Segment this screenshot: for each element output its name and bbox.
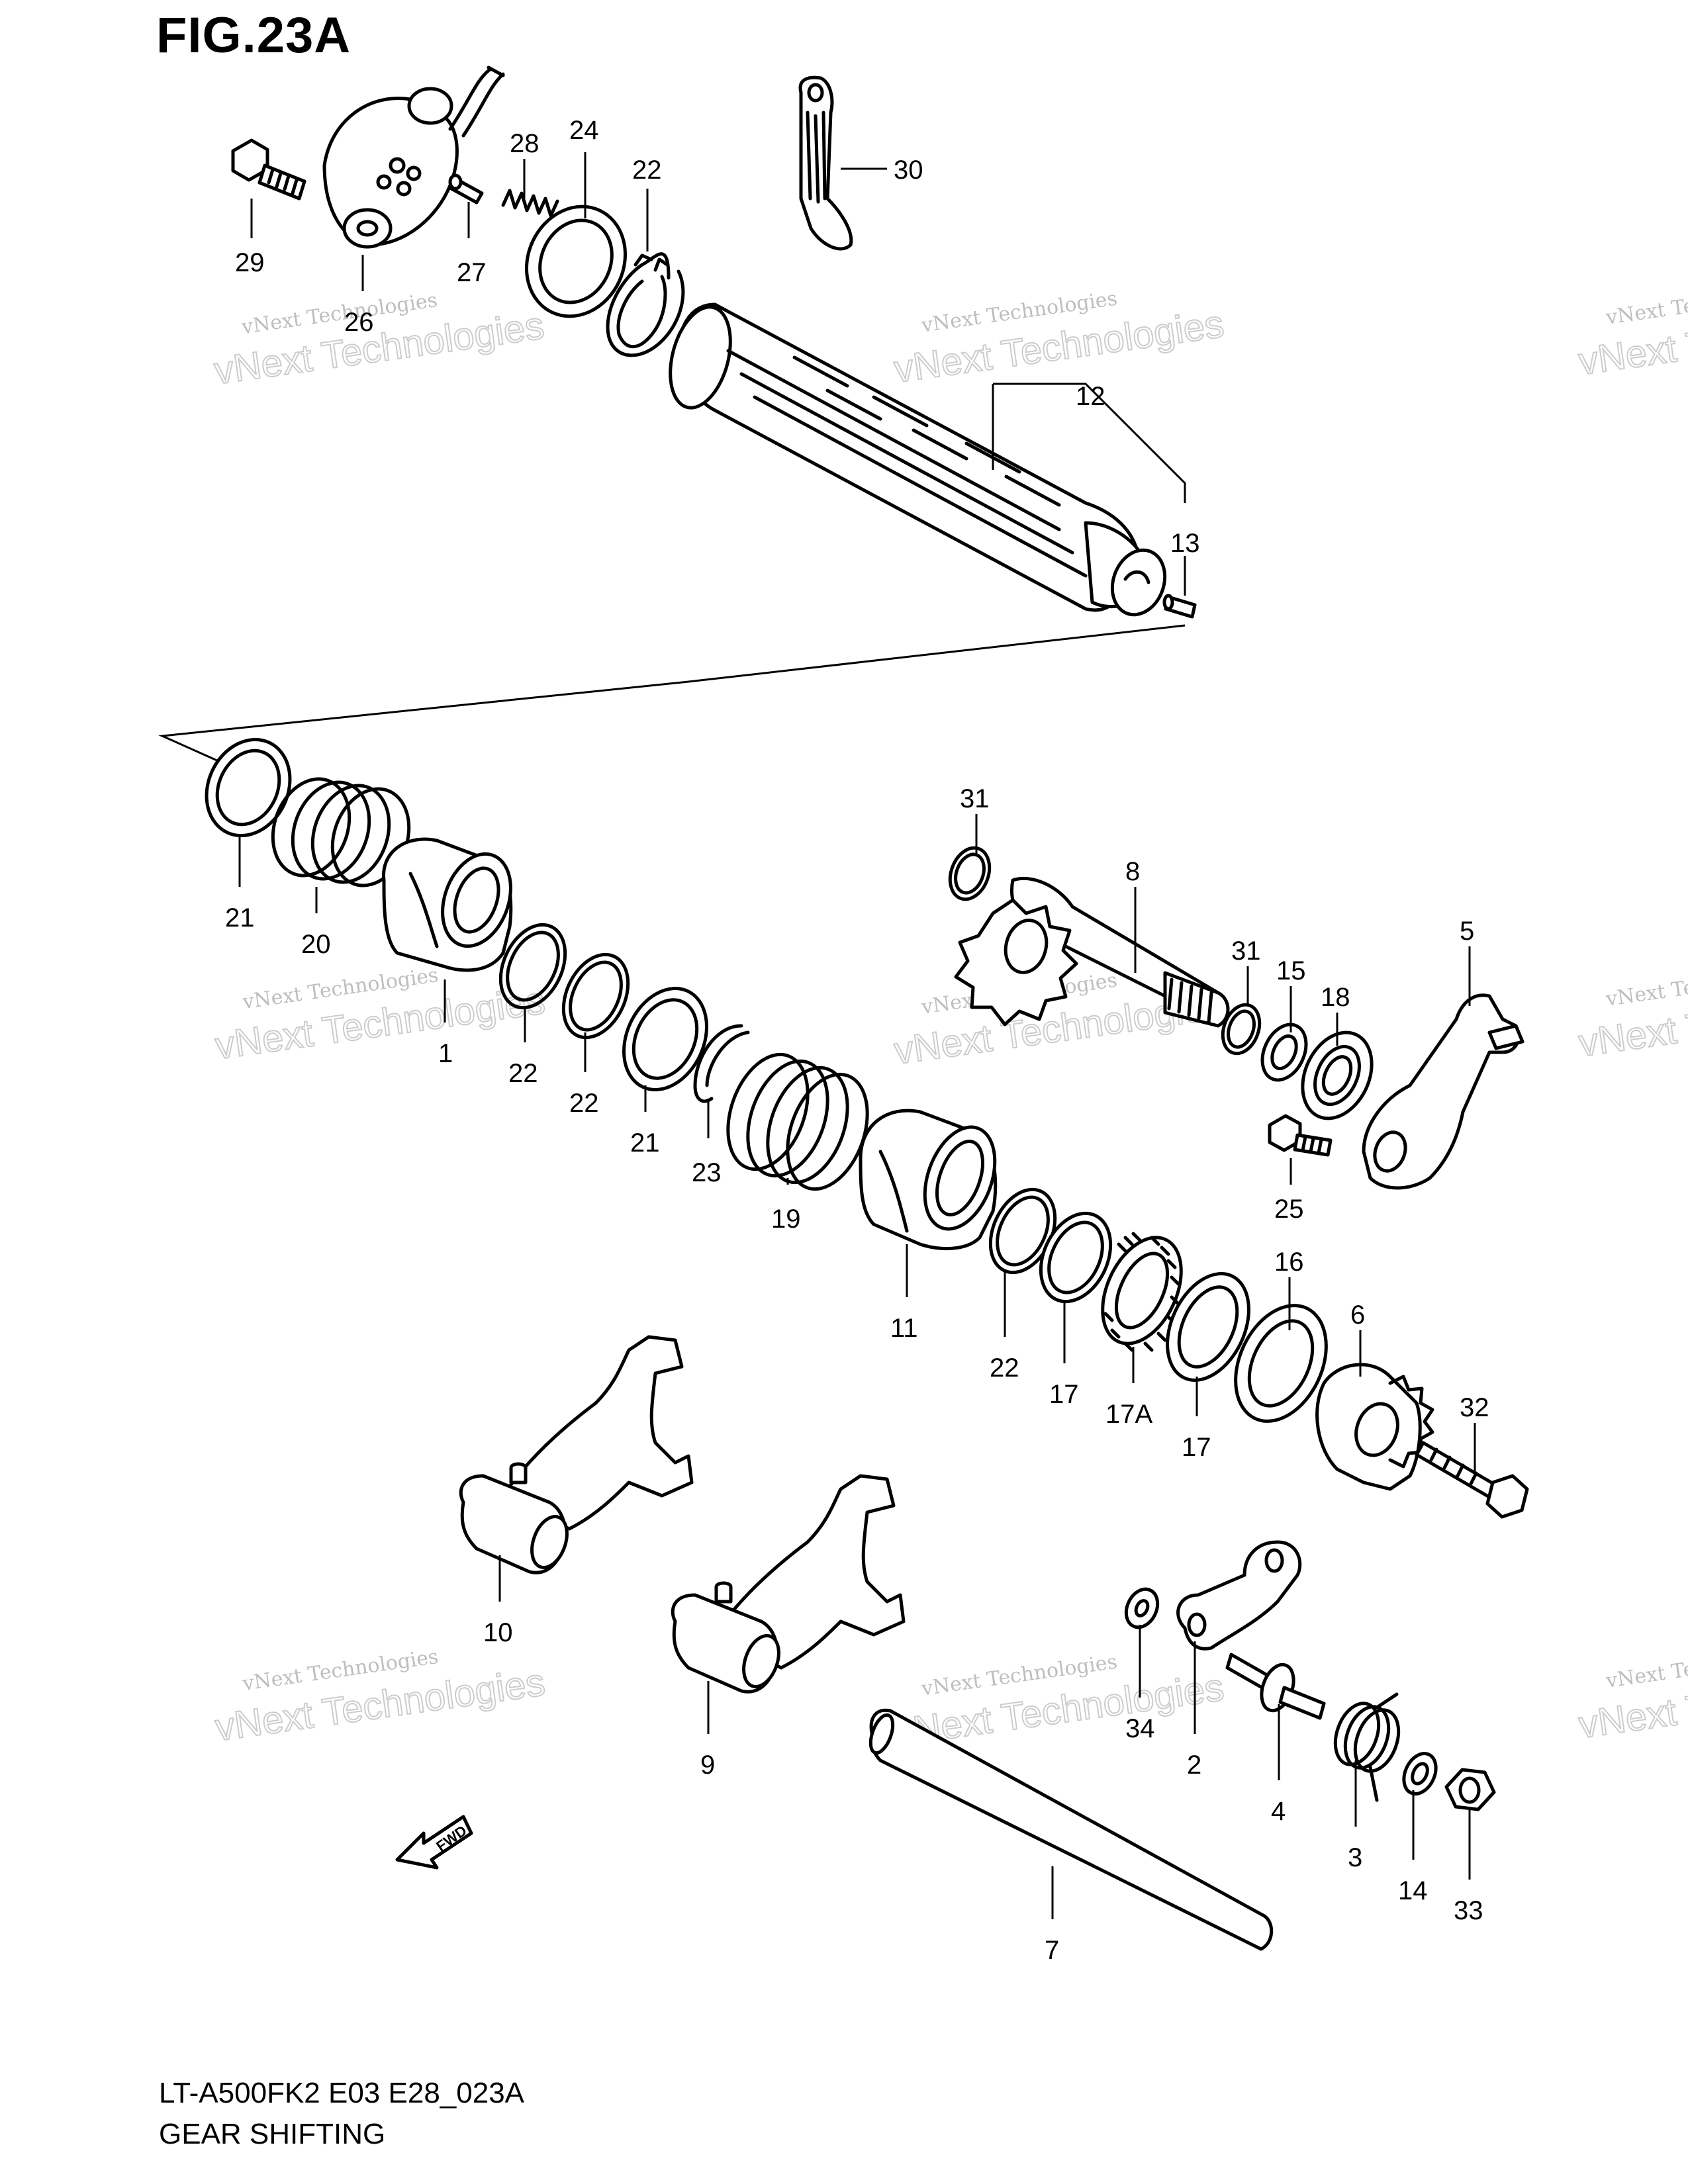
part-11-sleeve[interactable] <box>859 1109 1008 1251</box>
part-22-circlip-top[interactable] <box>606 252 685 357</box>
part-6-cam-drive-gear[interactable] <box>1315 1363 1434 1491</box>
part-17-washer-b[interactable] <box>1151 1261 1265 1394</box>
part-24-washer[interactable] <box>509 191 643 333</box>
callout-23: 23 <box>692 1158 722 1187</box>
callout-33: 33 <box>1454 1896 1483 1925</box>
part-15-washer[interactable] <box>1254 1017 1315 1087</box>
callout-21: 21 <box>630 1128 660 1158</box>
callout-16: 16 <box>1274 1248 1304 1277</box>
part-31-circlip-b[interactable] <box>1217 999 1266 1058</box>
callout-25: 25 <box>1274 1195 1304 1224</box>
callout-4: 4 <box>1271 1797 1286 1826</box>
callout-22: 22 <box>508 1059 538 1088</box>
part-33-nut[interactable] <box>1444 1768 1496 1811</box>
watermark-top-center: vNext Technologies vNext Technologies <box>891 287 1227 392</box>
figure-title: FIG.23A <box>156 7 352 64</box>
part-25-bolt[interactable] <box>1268 1114 1333 1157</box>
callout-7: 7 <box>1045 1936 1059 1965</box>
watermark-mid-right: vNext Technologies vNext Technologies <box>1575 961 1688 1066</box>
callout-12: 12 <box>1076 382 1105 411</box>
callout-30: 30 <box>894 156 923 185</box>
part-20-spring[interactable] <box>260 768 422 897</box>
part-31-circlip-a[interactable] <box>943 842 996 905</box>
part-13-pin[interactable] <box>1162 594 1197 619</box>
part-34-washer[interactable] <box>1120 1584 1163 1633</box>
part-18-oil-seal[interactable] <box>1289 1021 1385 1130</box>
figure-caption: GEAR SHIFTING <box>159 2118 386 2150</box>
callout-17: 17 <box>1049 1380 1079 1409</box>
callout-31: 31 <box>1231 936 1261 966</box>
leader-lines <box>238 152 1476 1919</box>
svg-text:vNext Technologies: vNext Technologies <box>1604 961 1688 1011</box>
callout-6: 6 <box>1350 1300 1365 1330</box>
svg-text:vNext Technologies: vNext Technologies <box>1604 279 1688 330</box>
part-27-pin[interactable] <box>448 173 484 205</box>
part-14-washer[interactable] <box>1398 1749 1442 1799</box>
callout-28: 28 <box>510 129 539 158</box>
watermark-top-left: vNext Technologies vNext Technologies <box>211 289 547 393</box>
part-3-spring[interactable] <box>1327 1692 1406 1802</box>
callout-18: 18 <box>1321 983 1350 1012</box>
part-10-gear-shift-fork[interactable] <box>459 1335 694 1574</box>
part-4-bolt[interactable] <box>1225 1653 1326 1720</box>
callout-22: 22 <box>990 1353 1019 1383</box>
part-30-shift-fork-shaft[interactable] <box>798 75 853 251</box>
callout-2: 2 <box>1187 1751 1201 1780</box>
part-9-gear-shift-fork[interactable] <box>671 1474 906 1694</box>
callout-27: 27 <box>457 258 487 287</box>
part-1-sleeve[interactable] <box>382 837 523 972</box>
callout-22: 22 <box>632 156 662 185</box>
part-16-washer[interactable] <box>1218 1291 1344 1435</box>
callout-17: 17 <box>1182 1433 1211 1462</box>
watermark-low-right: vNext Technologies vNext Technologies <box>1575 1643 1688 1747</box>
part-2-stopper-arm[interactable] <box>1176 1540 1302 1651</box>
watermark-mid-left: vNext Technologies vNext Technologies <box>212 964 548 1068</box>
callout-29: 29 <box>235 248 265 277</box>
callout-15: 15 <box>1276 956 1306 985</box>
callout-26: 26 <box>344 308 374 337</box>
callout-32: 32 <box>1460 1393 1489 1422</box>
model-code: LT-A500FK2 E03 E28_023A <box>159 2077 525 2109</box>
callout-3: 3 <box>1348 1843 1362 1872</box>
part-26-gear-position-sensor[interactable] <box>322 66 505 249</box>
part-17-washer-a[interactable] <box>1027 1202 1124 1312</box>
callout-14: 14 <box>1398 1876 1428 1905</box>
callout-19: 19 <box>771 1205 801 1234</box>
callout-1: 1 <box>438 1039 453 1068</box>
part-22-circlip-b[interactable] <box>488 915 578 1019</box>
callout-17A: 17A <box>1105 1400 1152 1429</box>
callout-5: 5 <box>1460 917 1474 946</box>
part-5-gear-shift-arm[interactable] <box>1362 993 1524 1190</box>
part-12-gear-shift-cam[interactable] <box>660 300 1174 622</box>
callout-8: 8 <box>1125 857 1140 886</box>
part-23-circlip[interactable] <box>693 1024 750 1103</box>
part-22-circlip-c[interactable] <box>551 944 641 1048</box>
callout-20: 20 <box>301 930 331 959</box>
assembly-guide-line <box>158 624 1186 762</box>
callout-24: 24 <box>569 116 599 145</box>
part-8-gear-shift-shaft[interactable] <box>954 876 1230 1028</box>
fwd-direction-arrow: FWD <box>395 1815 473 1870</box>
part-17A-thrust-bearing[interactable] <box>1087 1225 1197 1356</box>
svg-text:vNext Technologies: vNext Technologies <box>1604 1643 1688 1693</box>
part-19-spring[interactable] <box>714 1044 882 1201</box>
watermark-low-left: vNext Technologies vNext Technologies <box>212 1645 548 1750</box>
callout-34: 34 <box>1125 1714 1155 1743</box>
part-21-washer-b[interactable] <box>608 975 723 1103</box>
watermark-top-right: vNext Technologies vNext Technologies <box>1575 279 1688 384</box>
part-32-bolt[interactable] <box>1415 1441 1529 1519</box>
callout-labels: 29 26 27 28 24 22 30 12 13 21 20 1 22 22… <box>225 116 1489 1965</box>
callout-9: 9 <box>700 1751 715 1780</box>
callout-11: 11 <box>890 1314 918 1343</box>
part-21-washer-a[interactable] <box>191 726 305 850</box>
part-29-bolt[interactable] <box>231 138 306 201</box>
part-7-fork-shaft[interactable] <box>867 1708 1274 1951</box>
callout-31: 31 <box>960 784 990 813</box>
callout-13: 13 <box>1170 529 1200 558</box>
callout-22: 22 <box>569 1089 599 1118</box>
callout-21: 21 <box>225 903 255 933</box>
part-28-spring[interactable] <box>501 189 559 218</box>
callout-10: 10 <box>483 1618 513 1647</box>
